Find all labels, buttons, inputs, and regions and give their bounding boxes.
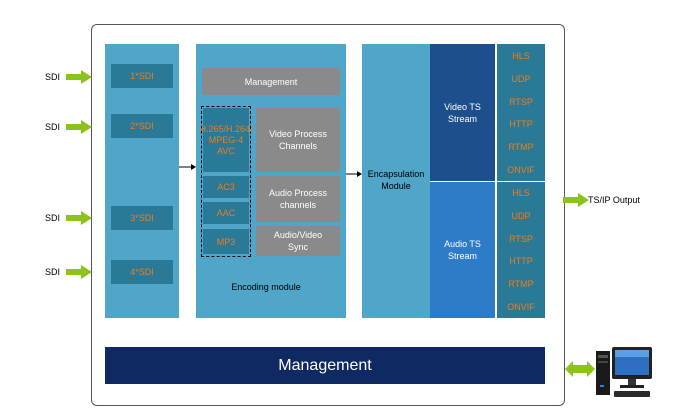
protocol-video-item: RTSP	[509, 96, 533, 107]
audio-codec-aac: AAC	[203, 202, 249, 224]
management-label: Management	[244, 76, 298, 87]
input-arrow-4	[66, 265, 92, 279]
input-arrow-3	[66, 211, 92, 225]
audio-codec-mp3: MP3	[203, 229, 249, 254]
protocol-video-item: RTMP	[508, 142, 534, 153]
management-double-arrow	[565, 361, 595, 377]
audio-ts-label: Audio TS Stream	[444, 239, 481, 261]
video-process-box: Video Process Channels	[256, 108, 340, 172]
video-ts-stream: Video TS Stream	[430, 44, 495, 181]
protocol-audio-item: HTTP	[509, 256, 533, 267]
audio-process-box: Audio Process channels	[256, 176, 340, 222]
sdi-slot-label: 3*SDI	[130, 213, 154, 223]
audio-codec-label: AAC	[216, 208, 236, 218]
arrow-to-encoding	[179, 164, 196, 170]
sdi-input-label-3: SDI	[45, 213, 61, 223]
protocol-video-item: ONVIF	[507, 165, 535, 175]
av-sync-label: Audio/Video Sync	[273, 230, 323, 252]
input-arrow-2	[66, 120, 92, 134]
encapsulation-label: Encapsulation Module	[367, 169, 425, 191]
video-codec-box: H.265/H.264/ MPEG-4 AVC	[199, 108, 253, 172]
video-codec-label: H.265/H.264/ MPEG-4 AVC	[199, 123, 253, 156]
sdi-input-label-1: SDI	[45, 72, 61, 82]
protocol-video-item: HLS	[512, 51, 530, 61]
protocol-audio-item: UDP	[511, 210, 531, 221]
protocol-audio-item: ONVIF	[507, 302, 535, 312]
video-process-label: Video Process Channels	[269, 129, 327, 151]
audio-ts-stream: Audio TS Stream	[430, 182, 495, 318]
encoding-module-label: Encoding module	[231, 282, 301, 292]
sdi-slot-label: 2*SDI	[130, 121, 154, 131]
audio-codec-label: AC3	[217, 182, 235, 192]
encoding-module-caption: Encoding module	[196, 280, 336, 294]
output-label: TS/IP Output	[588, 195, 640, 205]
encapsulation-caption: Encapsulation Module	[362, 166, 430, 194]
audio-process-label: Audio Process channels	[268, 188, 328, 210]
av-sync-box: Audio/Video Sync	[256, 226, 340, 256]
codec-group	[201, 106, 251, 257]
sdi-input-label-2: SDI	[45, 122, 61, 132]
protocol-audio-item: RTMP	[508, 279, 534, 290]
sdi-slot-4: 4*SDI	[111, 260, 173, 284]
encapsulation-panel	[362, 44, 430, 318]
protocol-audio-item: HLS	[512, 188, 530, 198]
arrow-to-encapsulation	[346, 171, 362, 177]
output-arrow	[563, 193, 589, 207]
audio-codec-ac3: AC3	[203, 176, 249, 198]
management-bar: Management	[105, 347, 545, 384]
management-box: Management	[202, 68, 340, 95]
protocol-video-item: HTTP	[509, 119, 533, 130]
protocol-divider	[497, 181, 545, 182]
sdi-slot-label: 4*SDI	[130, 267, 154, 277]
audio-codec-label: MP3	[216, 236, 236, 247]
sdi-slot-3: 3*SDI	[111, 206, 173, 230]
sdi-slot-label: 1*SDI	[130, 71, 154, 81]
input-arrow-1	[66, 70, 92, 84]
computer-icon	[596, 347, 652, 397]
video-ts-label: Video TS Stream	[444, 101, 481, 124]
sdi-input-label-4: SDI	[45, 267, 61, 277]
management-bar-label: Management	[278, 356, 372, 374]
sdi-slot-1: 1*SDI	[111, 64, 173, 88]
sdi-slot-2: 2*SDI	[111, 114, 173, 138]
protocol-video-item: UDP	[511, 73, 531, 84]
protocol-audio-item: RTSP	[509, 233, 533, 244]
